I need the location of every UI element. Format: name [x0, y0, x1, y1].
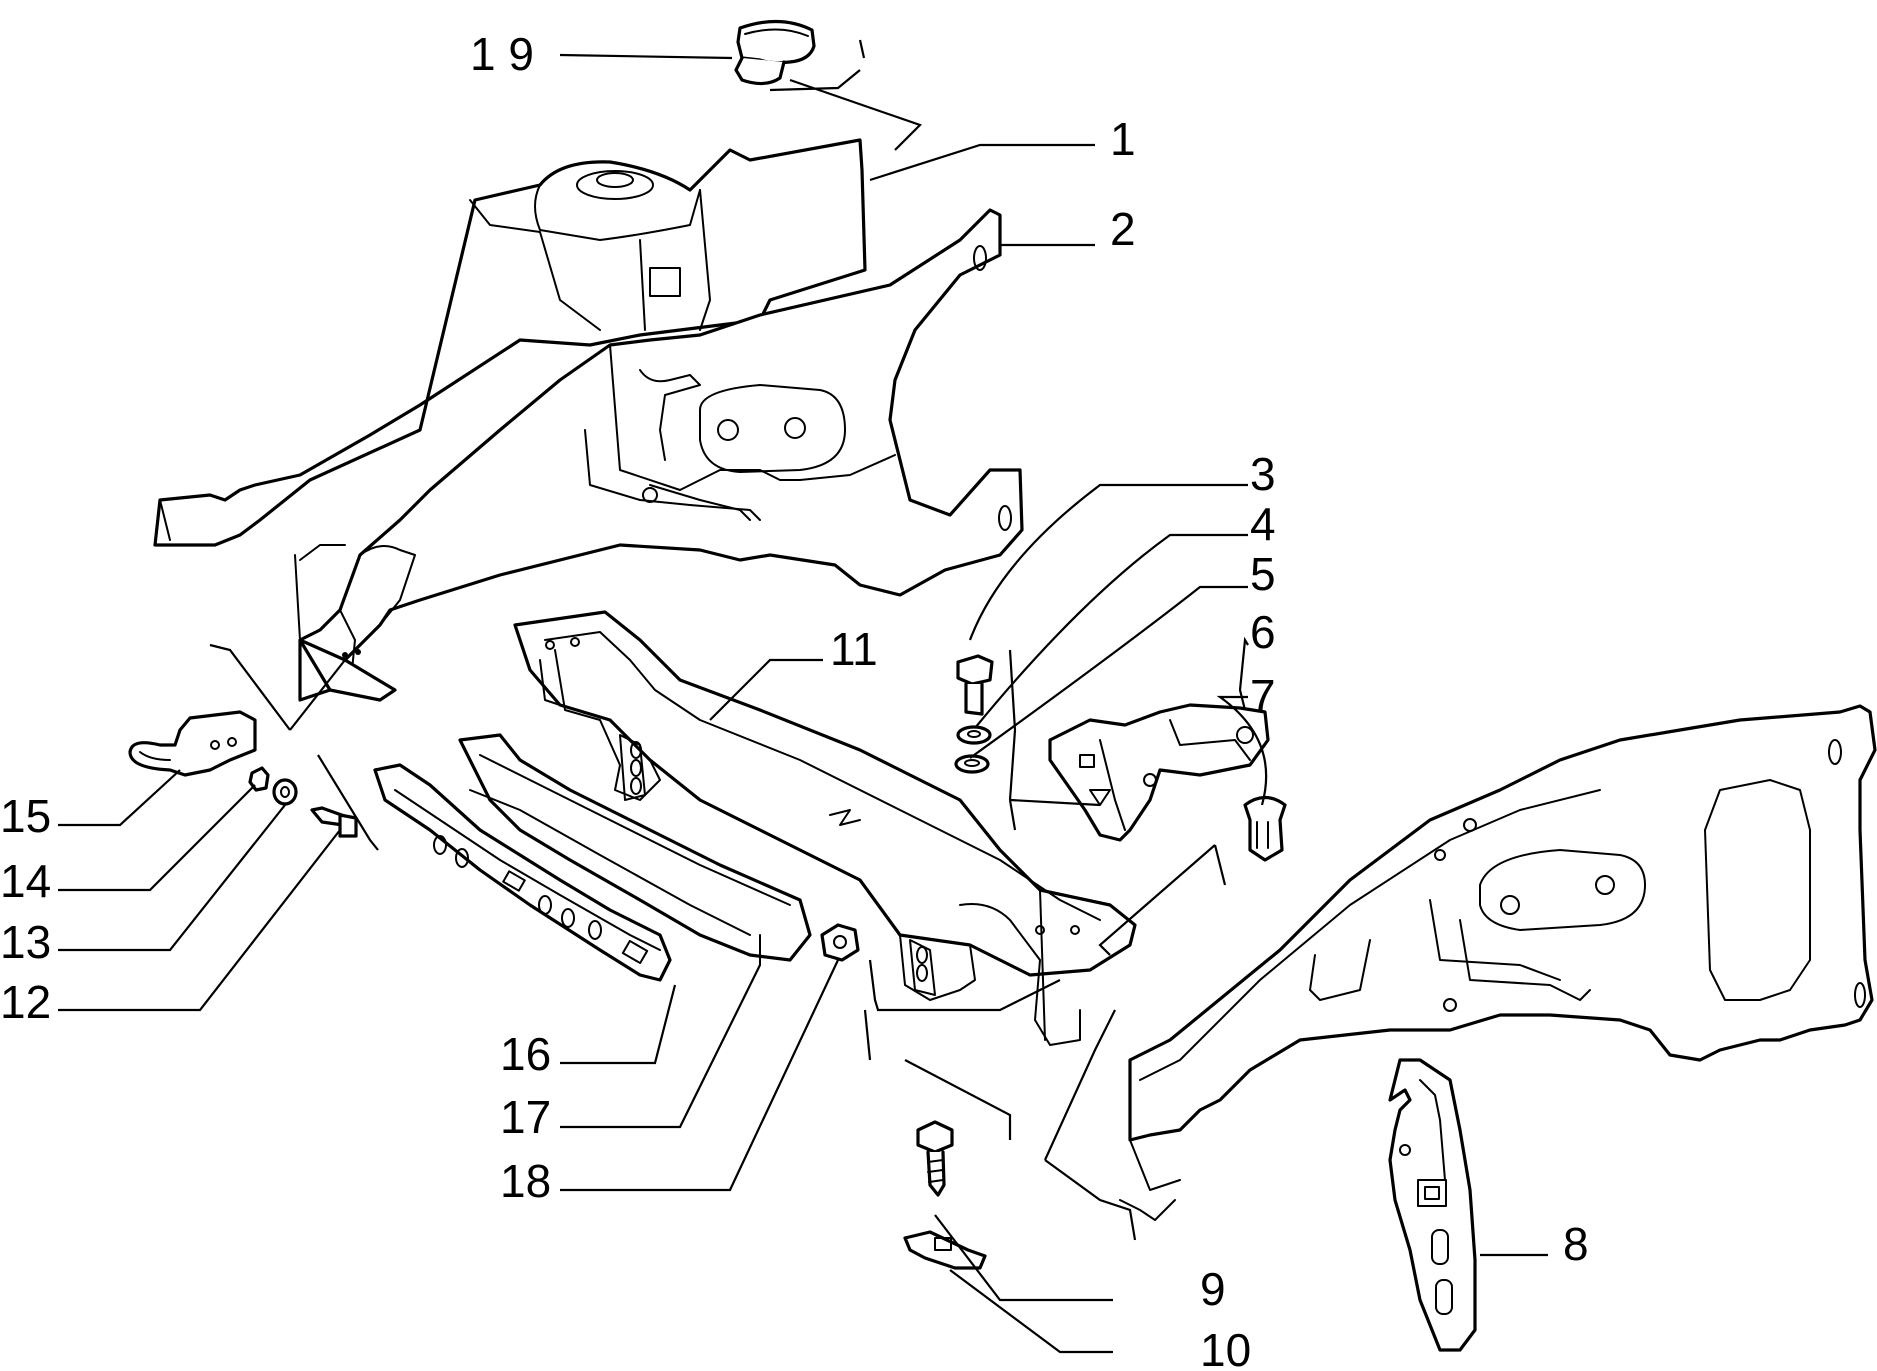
part-18-nut — [820, 923, 860, 962]
part-4-washer — [956, 725, 992, 745]
callout-16: 16 — [500, 1028, 551, 1080]
part-1-strut-tower — [153, 138, 867, 547]
callout-15: 15 — [0, 790, 51, 842]
callout-leaders — [58, 53, 1548, 1354]
callout-13: 13 — [0, 916, 51, 968]
part-8-reinforcement — [1388, 1058, 1477, 1352]
part-10-clip-nut — [903, 1230, 987, 1270]
part-15-bracket — [128, 710, 257, 777]
callout-8: 8 — [1563, 1218, 1589, 1270]
part-5-washer — [954, 754, 990, 774]
part-2-side-member — [294, 208, 1024, 702]
right-side-member — [1119, 704, 1877, 1221]
callout-17: 17 — [500, 1091, 551, 1143]
part-9-bolt — [916, 1120, 954, 1197]
callout-6: 6 — [1250, 606, 1276, 658]
callout-2: 2 — [1110, 203, 1136, 255]
callout-18: 18 — [500, 1155, 551, 1207]
part-7-clip — [1243, 795, 1287, 862]
callout-4: 4 — [1250, 498, 1276, 550]
callout-11: 11 — [830, 623, 878, 675]
callout-10: 10 — [1200, 1324, 1251, 1371]
callout-labels: 1 9 1 2 3 4 5 6 7 8 9 10 11 12 13 14 15 … — [0, 28, 1589, 1371]
part-19-plug — [734, 19, 816, 86]
alignment-lines — [209, 39, 1227, 1241]
callout-3: 3 — [1250, 448, 1276, 500]
callout-7: 7 — [1250, 670, 1276, 722]
part-11-crossmember — [513, 610, 1137, 1046]
callout-9: 9 — [1200, 1263, 1226, 1315]
part-16-lower-beam — [373, 763, 672, 982]
part-17-channel-beam — [458, 733, 812, 966]
part-13-washer — [272, 778, 298, 806]
callout-12: 12 — [0, 976, 51, 1028]
callout-1: 1 — [1110, 113, 1136, 165]
callout-19: 1 9 — [470, 28, 534, 80]
part-12-bolt — [310, 806, 358, 838]
part-6-bracket — [1048, 703, 1270, 842]
part-3-bolt — [956, 654, 994, 716]
callout-5: 5 — [1250, 548, 1276, 600]
callout-14: 14 — [0, 855, 51, 907]
